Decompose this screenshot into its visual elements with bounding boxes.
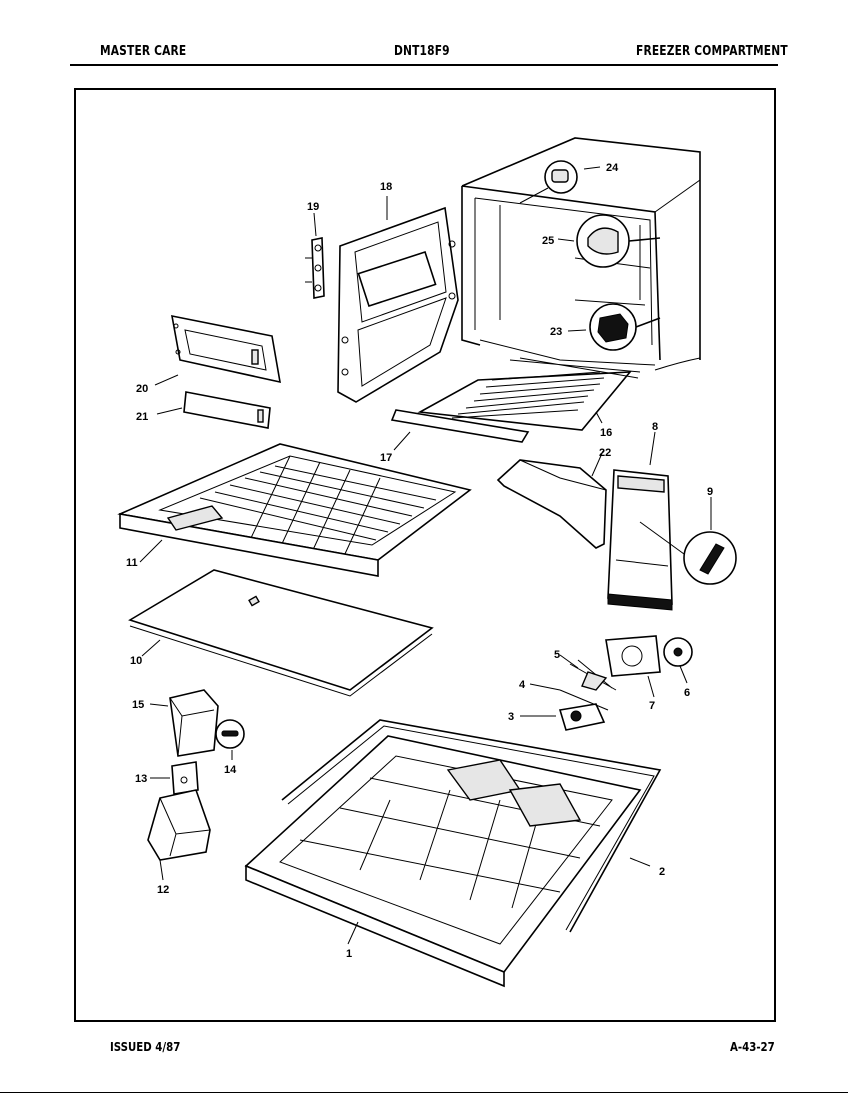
callout-13: 13 bbox=[135, 773, 147, 785]
light-socket-part bbox=[519, 160, 578, 204]
leader-lines bbox=[139, 166, 712, 945]
clip-detail-part bbox=[215, 719, 245, 749]
callout-18: 18 bbox=[380, 181, 392, 193]
page-code: A-43-27 bbox=[730, 1040, 775, 1054]
callout-2: 2 bbox=[659, 866, 665, 878]
callout-6: 6 bbox=[684, 687, 690, 699]
callout-1: 1 bbox=[346, 948, 352, 960]
air-duct-part bbox=[496, 459, 607, 549]
ice-server-part bbox=[147, 789, 211, 861]
callout-19: 19 bbox=[307, 201, 319, 213]
header-section: FREEZER COMPARTMENT bbox=[636, 44, 788, 59]
callout-23: 23 bbox=[550, 326, 562, 338]
callout-21: 21 bbox=[136, 411, 148, 423]
ice-bracket-part bbox=[171, 761, 199, 795]
issue-date: ISSUED 4/87 bbox=[110, 1040, 181, 1054]
callout-5: 5 bbox=[554, 649, 560, 661]
evaporator-cover-part bbox=[607, 469, 673, 611]
insulation-board-part bbox=[128, 569, 434, 697]
freezer-drawer-part bbox=[244, 735, 642, 988]
callout-15: 15 bbox=[132, 699, 144, 711]
header-rule bbox=[70, 64, 778, 66]
callout-25: 25 bbox=[542, 235, 554, 247]
callout-20: 20 bbox=[136, 383, 148, 395]
callout-17: 17 bbox=[380, 452, 392, 464]
page-bottom-rule bbox=[0, 1092, 848, 1093]
callout-3: 3 bbox=[508, 711, 514, 723]
callout-14: 14 bbox=[224, 764, 237, 776]
freezer-shelf-tray bbox=[117, 443, 472, 577]
fan-motor-assembly bbox=[558, 635, 693, 731]
drawer-gasket-part bbox=[281, 719, 662, 933]
control-panel-part bbox=[171, 314, 281, 384]
callout-8: 8 bbox=[652, 421, 658, 433]
freezer-door-frame bbox=[337, 206, 459, 403]
control-part bbox=[589, 303, 661, 351]
wire-shelf-part bbox=[390, 357, 641, 443]
ice-bucket-part bbox=[169, 689, 219, 757]
hinge-bracket-part bbox=[305, 237, 325, 299]
callout-16: 16 bbox=[600, 427, 612, 439]
callout-24: 24 bbox=[606, 162, 619, 174]
callout-22: 22 bbox=[599, 447, 611, 459]
callout-12: 12 bbox=[157, 884, 169, 896]
callout-4: 4 bbox=[519, 679, 526, 691]
callout-9: 9 bbox=[707, 486, 713, 498]
callout-10: 10 bbox=[130, 655, 142, 667]
header-model: DNT18F9 bbox=[394, 44, 450, 59]
callout-11: 11 bbox=[126, 557, 138, 569]
header-brand: MASTER CARE bbox=[100, 44, 187, 59]
callout-7: 7 bbox=[649, 700, 655, 712]
panel-insert-part bbox=[183, 391, 271, 429]
diagram-frame bbox=[74, 88, 776, 1022]
light-bulb-part bbox=[576, 214, 661, 268]
callout-labels: 1 2 3 4 5 6 7 8 9 10 11 12 13 14 15 16 1… bbox=[126, 162, 713, 960]
screw-detail-part bbox=[639, 521, 737, 585]
